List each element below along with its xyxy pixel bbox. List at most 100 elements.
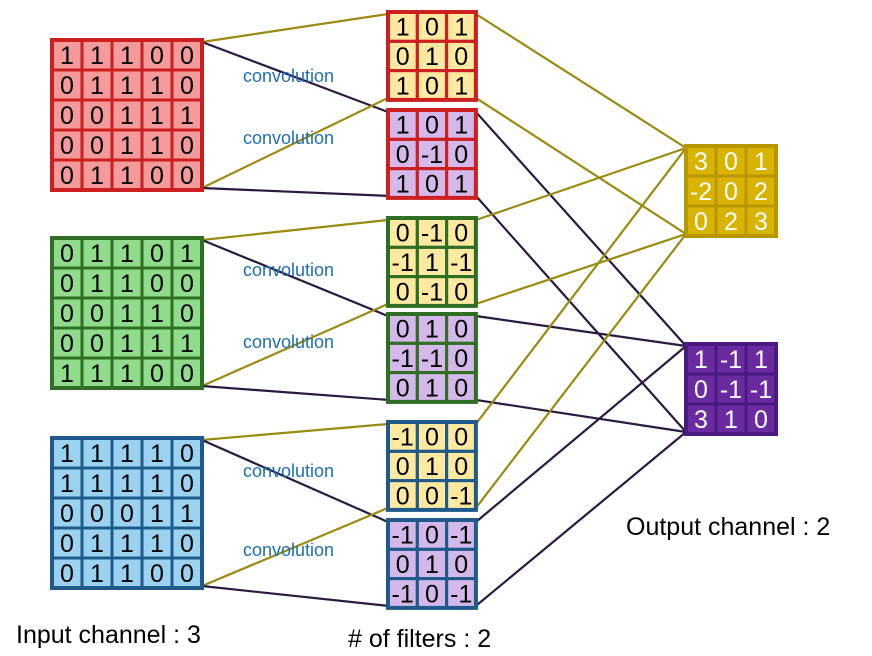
input-cell-value: 1 xyxy=(90,72,104,100)
filter-output-line xyxy=(475,232,687,305)
input-cell-value: 1 xyxy=(120,530,134,558)
input-cell-value: 1 xyxy=(90,530,104,558)
output-cell-value: 1 xyxy=(754,346,768,374)
output-cell-value: 0 xyxy=(724,178,738,206)
output-cell-value: 1 xyxy=(694,346,708,374)
filter-cell-value: 0 xyxy=(454,141,468,169)
input-cell-value: 0 xyxy=(60,240,74,268)
output-cell-value: 0 xyxy=(694,376,708,404)
filter-output-line xyxy=(475,13,687,149)
output-cell-value: 0 xyxy=(754,406,768,434)
output-cell xyxy=(744,402,778,436)
output-cell-value: 2 xyxy=(724,208,738,236)
input-cell-value: 0 xyxy=(150,560,164,588)
filter-cell xyxy=(445,167,478,200)
input-cell-value: 1 xyxy=(120,470,134,498)
input-cell-value: 1 xyxy=(150,530,164,558)
convolution-labels: convolutionconvolutionconvolutionconvolu… xyxy=(243,66,334,560)
input-cell-value: 0 xyxy=(180,72,194,100)
input-cell-value: 1 xyxy=(90,470,104,498)
output-channel-caption: Output channel : 2 xyxy=(626,513,830,541)
filter-cell-value: 0 xyxy=(454,220,468,248)
input-cell-value: 1 xyxy=(60,470,74,498)
input-cell-value: 0 xyxy=(90,500,104,528)
input-cell-value: 0 xyxy=(60,72,74,100)
input-filter-line xyxy=(201,438,389,524)
input-cell-value: 1 xyxy=(120,42,134,70)
filter-cell xyxy=(445,69,478,102)
connection-lines xyxy=(201,12,687,607)
input-cell-value: 1 xyxy=(90,560,104,588)
input-filter-line xyxy=(201,238,389,318)
input-filter-line xyxy=(201,40,389,114)
input-cell-value: 1 xyxy=(120,102,134,130)
filter-cell-value: 1 xyxy=(425,43,439,71)
input-cell xyxy=(170,356,204,390)
convolution-label: convolution xyxy=(243,461,334,481)
filter-cell-value: 0 xyxy=(396,141,410,169)
filter-cell-value: 0 xyxy=(425,14,439,42)
input-cell-value: 0 xyxy=(60,330,74,358)
input-cell-value: 0 xyxy=(150,240,164,268)
filter-cell-value: 0 xyxy=(396,374,410,402)
output-cell-value: -2 xyxy=(690,178,712,206)
filter-background xyxy=(386,10,478,102)
filter-output-line xyxy=(475,233,687,509)
input-filter-line xyxy=(201,422,389,442)
filter-cell-value: -1 xyxy=(421,345,443,373)
filter-output-line xyxy=(475,195,687,433)
filter-cell-value: 0 xyxy=(396,316,410,344)
input-cell-value: 0 xyxy=(180,360,194,388)
input-cell-value: 1 xyxy=(150,300,164,328)
convolution-label: convolution xyxy=(243,332,334,352)
filter-cell-value: 1 xyxy=(454,170,468,198)
filter-cell-value: -1 xyxy=(392,345,414,373)
input-cell-value: 1 xyxy=(150,470,164,498)
input-cell-value: 1 xyxy=(60,440,74,468)
input-cell-value: 1 xyxy=(150,102,164,130)
input-cell-value: 1 xyxy=(120,132,134,160)
input-cell-value: 0 xyxy=(180,162,194,190)
input-cell-value: 1 xyxy=(150,132,164,160)
filter-cell-value: 0 xyxy=(425,522,439,550)
input-filter-line xyxy=(201,218,389,242)
filter-cell-value: 0 xyxy=(396,43,410,71)
output-cell-value: -1 xyxy=(750,376,772,404)
output-cell-value: 0 xyxy=(694,208,708,236)
output-cell-value: 2 xyxy=(754,178,768,206)
filter-cell-value: -1 xyxy=(450,522,472,550)
input-cell-value: 0 xyxy=(90,300,104,328)
filter-cell-value: 0 xyxy=(425,72,439,100)
input-cell-value: 0 xyxy=(60,560,74,588)
input-cell-value: 0 xyxy=(90,132,104,160)
output-cell-value: 0 xyxy=(724,148,738,176)
input-cell-value: 0 xyxy=(60,300,74,328)
output-cell-value: -1 xyxy=(720,346,742,374)
input-cell-value: 0 xyxy=(150,162,164,190)
filter-cell-value: 0 xyxy=(425,112,439,140)
input-cell-value: 1 xyxy=(120,440,134,468)
input-cell-value: 0 xyxy=(60,162,74,190)
input-cell-value: 1 xyxy=(180,240,194,268)
input-cell-value: 1 xyxy=(120,270,134,298)
filter-cell-value: 1 xyxy=(454,112,468,140)
output-background xyxy=(684,342,778,436)
input-filter-line xyxy=(201,12,389,44)
input-cell-value: 0 xyxy=(60,132,74,160)
input-filter-line xyxy=(201,302,389,388)
filter-cell-value: -1 xyxy=(392,522,414,550)
input-cell-value: 1 xyxy=(90,270,104,298)
filter-output-line xyxy=(475,96,687,235)
input-cell-value: 1 xyxy=(150,500,164,528)
input-cell-value: 1 xyxy=(120,162,134,190)
input-filter-line xyxy=(201,96,389,189)
input-cell-value: 0 xyxy=(60,530,74,558)
